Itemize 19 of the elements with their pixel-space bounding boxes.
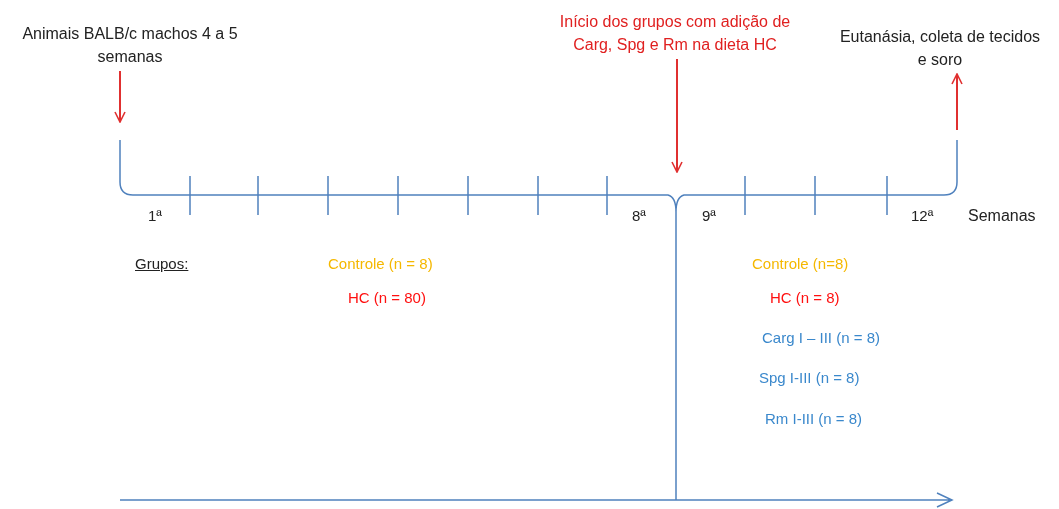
group-label: Rm I-III (n = 8)	[765, 410, 863, 428]
tick-label: 8ª	[632, 207, 646, 225]
tick-label: 12ª	[911, 207, 934, 225]
tick-label: 1ª	[148, 207, 162, 225]
section-heading: Grupos:	[135, 255, 189, 273]
group-label: HC (n = 80)	[348, 289, 426, 307]
group-label: Controle (n=8)	[752, 255, 849, 273]
tick-label: 9ª	[702, 207, 716, 225]
annotation-text: Eutanásia, coleta de tecidos e soro	[835, 25, 1045, 71]
group-label: Carg I – III (n = 8)	[762, 329, 880, 347]
group-label: HC (n = 8)	[770, 289, 840, 307]
group-label: Controle (n = 8)	[328, 255, 433, 273]
axis-label: Semanas	[968, 207, 1036, 225]
arrow	[951, 73, 963, 131]
arrow	[114, 70, 126, 123]
annotation-text: Animais BALB/c machos 4 a 5 semanas	[10, 22, 250, 68]
group-label: Spg I-III (n = 8)	[759, 369, 860, 387]
annotation-text: Início dos grupos com adição de Carg, Spg e Rm na dieta HC	[555, 10, 795, 56]
arrow	[671, 58, 683, 173]
